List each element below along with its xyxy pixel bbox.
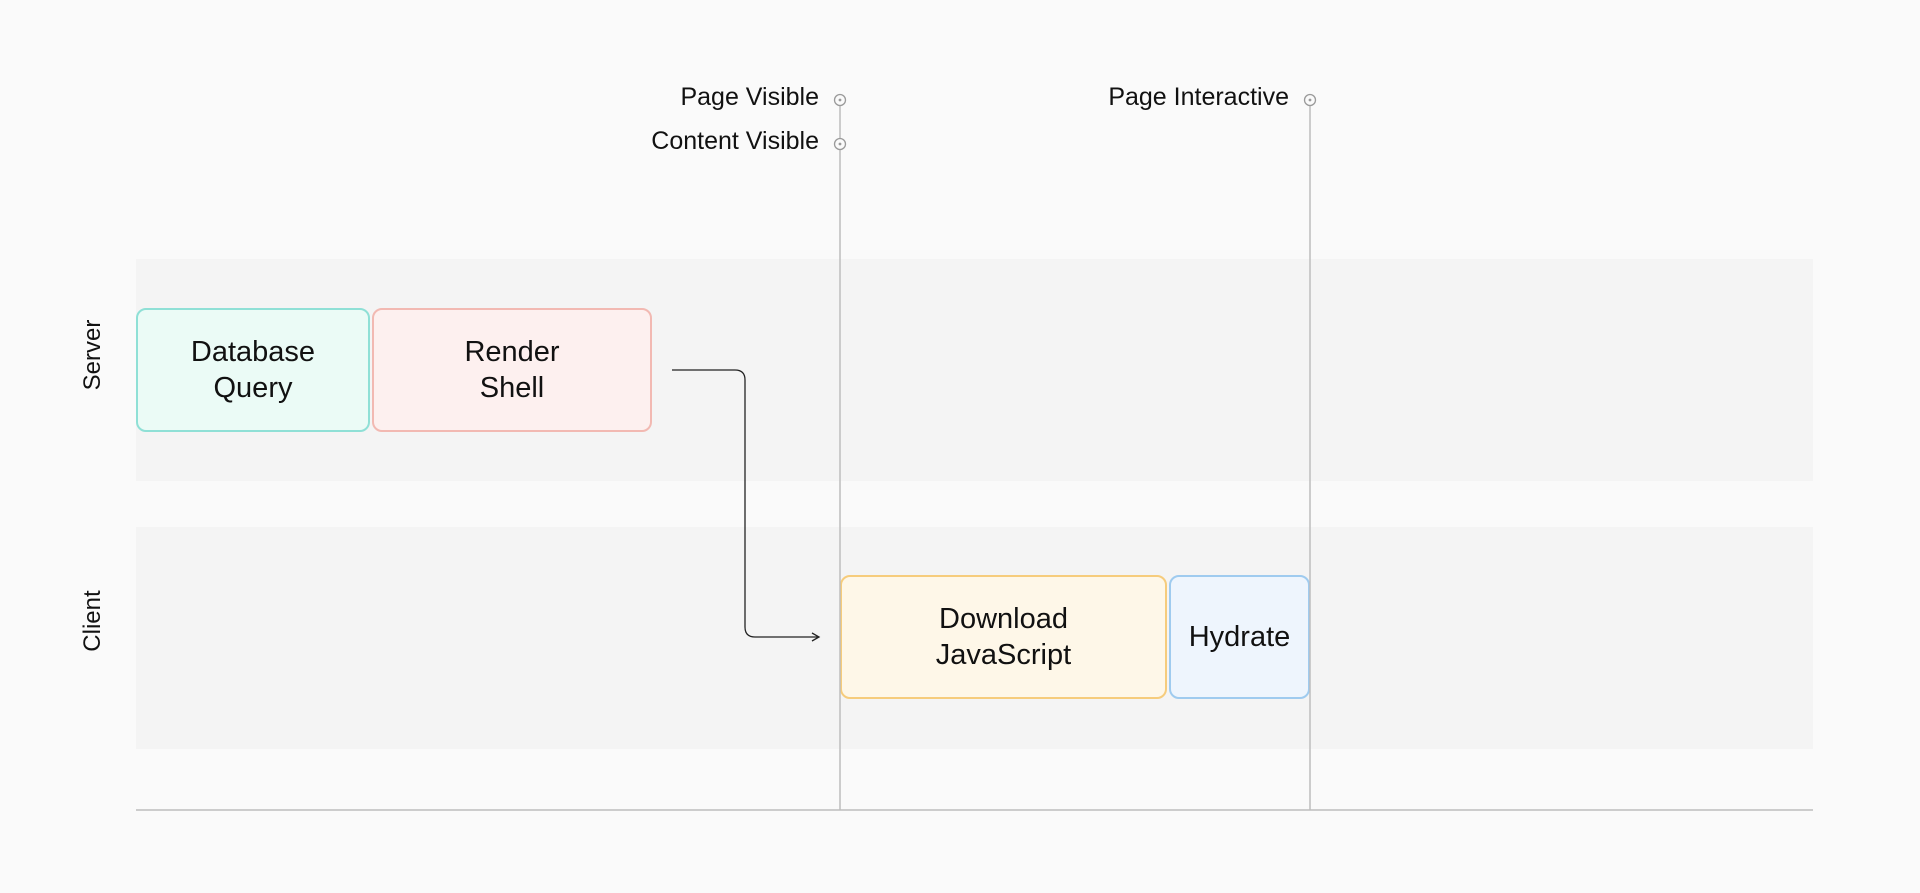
hydrate-box: Hydrate: [1169, 575, 1310, 699]
database-query-box: Database Query: [136, 308, 370, 432]
page-interactive-label: Page Interactive: [1108, 83, 1289, 111]
render-shell-box: Render Shell: [372, 308, 652, 432]
server-lane-label: Server: [79, 319, 106, 391]
content-visible-label: Content Visible: [651, 127, 819, 155]
page-interactive-marker-icon: [1303, 93, 1317, 107]
download-javascript-box: Download JavaScript: [840, 575, 1167, 699]
page-visible-label: Page Visible: [680, 83, 819, 111]
client-lane-label: Client: [79, 590, 106, 652]
page-visible-marker-icon: [833, 93, 847, 107]
content-visible-marker-icon: [833, 137, 847, 151]
